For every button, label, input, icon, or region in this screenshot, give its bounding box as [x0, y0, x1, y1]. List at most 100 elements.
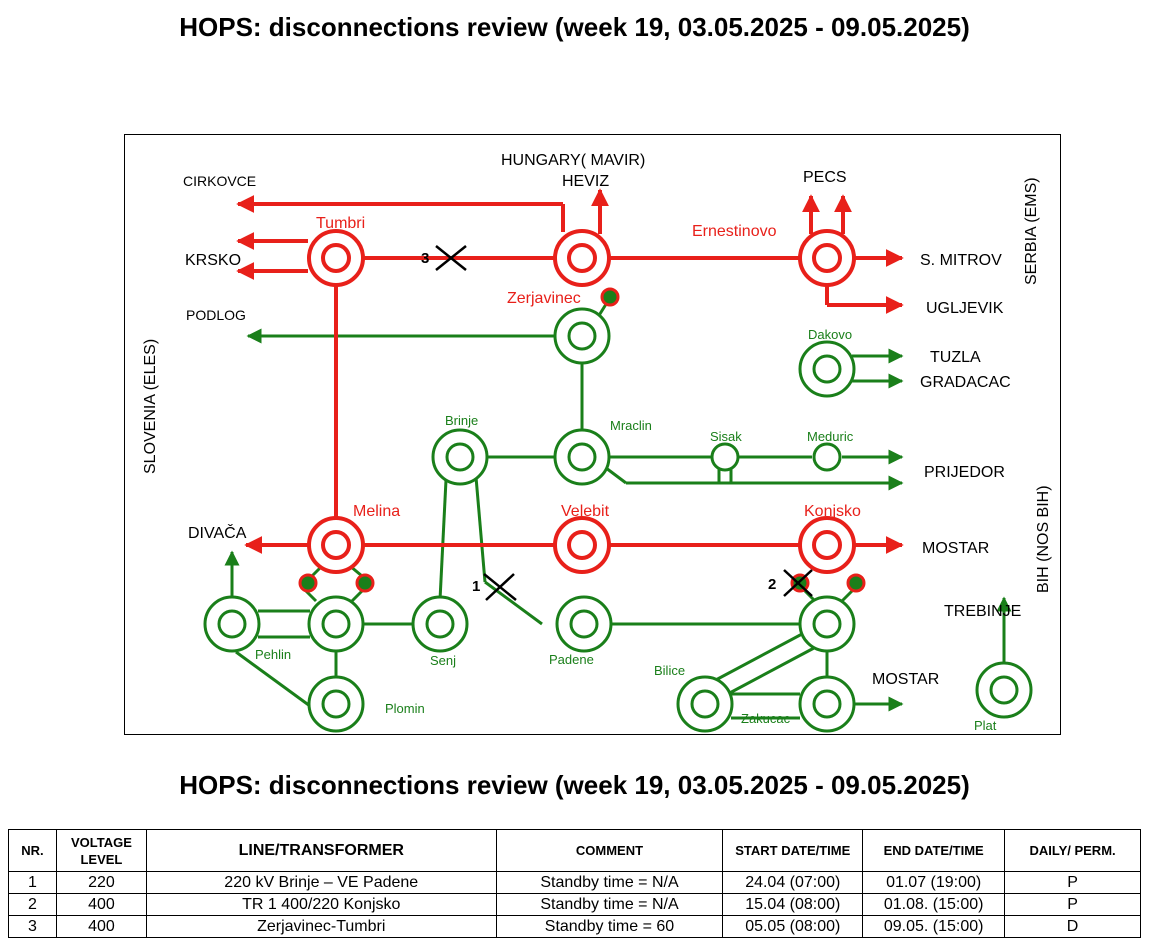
header-start: START DATE/TIME: [722, 829, 864, 872]
header-voltage: VOLTAGE LEVEL: [55, 829, 147, 872]
cell-start: 15.04 (08:00): [722, 893, 864, 916]
substation-zerjavinec-220: [553, 307, 611, 365]
ext-mostar-400: MOSTAR: [922, 540, 989, 557]
ext-cirkovce: CIRKOVCE: [183, 173, 256, 189]
substation-plat: [975, 661, 1033, 719]
substations-400kv: [307, 229, 856, 574]
label-pehlin: Pehlin: [255, 647, 291, 662]
label-zakucac: Zakucac: [741, 711, 791, 726]
table-row: 1 220 220 kV Brinje – VE Padene Standby …: [8, 871, 1141, 894]
ext-mostar-220: MOSTAR: [872, 671, 939, 688]
substations-220kv: [203, 307, 1033, 733]
label-plomin: Plomin: [385, 701, 425, 716]
cell-element: TR 1 400/220 Konjsko: [145, 893, 497, 916]
substation-melina: [307, 516, 365, 574]
network-diagram: 3 1 2 HUNGARY( MAVIR) SLOVENIA (ELES) SE…: [124, 134, 1061, 735]
label-senj: Senj: [430, 653, 456, 668]
label-melina: Melina: [353, 503, 400, 520]
line-tr-melina-pehlin: [350, 588, 365, 603]
ext-ugljevik: UGLJEVIK: [926, 300, 1004, 317]
line-brinje-padene-1: [474, 476, 487, 583]
page-title: HOPS: disconnections review (week 19, 03…: [179, 12, 970, 42]
label-meduric: Meduric: [807, 429, 854, 444]
substation-senj: [411, 595, 469, 653]
cell-element: Zerjavinec-Tumbri: [145, 915, 497, 938]
label-sisak: Sisak: [710, 429, 742, 444]
diagram-frame: [124, 134, 1061, 735]
substation-velebit: [553, 516, 611, 574]
line-konjsko-tr-b: [840, 588, 855, 603]
country-bih: BIH (NOS BIH): [1035, 485, 1052, 593]
ext-pecs: PECS: [803, 169, 847, 186]
ext-tuzla: TUZLA: [930, 349, 981, 366]
ext-prijedor: PRIJEDOR: [924, 464, 1005, 481]
header-type: DAILY/ PERM.: [1004, 829, 1141, 872]
cell-type: P: [1004, 893, 1141, 916]
country-slovenia: SLOVENIA (ELES): [142, 339, 159, 474]
cell-type: D: [1004, 915, 1141, 938]
substation-mraclin: [553, 428, 611, 486]
table-title: HOPS: disconnections review (week 19, 03…: [179, 770, 970, 800]
cell-nr: 2: [8, 893, 57, 916]
cell-voltage: 400: [55, 915, 147, 938]
label-tumbri: Tumbri: [316, 215, 365, 232]
cell-nr: 3: [8, 915, 57, 938]
transformer-melina-2: [355, 573, 375, 593]
substation-pehlin-2: [307, 595, 365, 653]
ext-trebinje: TREBINJE: [944, 603, 1021, 620]
cell-comment: Standby time = 60: [495, 915, 724, 938]
substation-bilice: [676, 675, 734, 733]
cell-voltage: 220: [55, 871, 147, 894]
lines-220kv: [224, 300, 1012, 720]
line-brinje-padene-2: [484, 580, 543, 626]
substation-padene: [555, 595, 613, 653]
line-konjsko-bilice-a: [711, 632, 803, 684]
x-mark-1-number: 1: [472, 578, 480, 595]
ext-divaca: DIVAČA: [188, 523, 247, 542]
transformer-melina-1: [298, 573, 318, 593]
cell-start: 05.05 (08:00): [722, 915, 864, 938]
x-mark-2-number: 2: [768, 576, 776, 593]
cell-voltage: 400: [55, 893, 147, 916]
cell-end: 01.07 (19:00): [862, 871, 1006, 894]
line-mraclin-prijedor-2: [605, 466, 627, 485]
ext-heviz: HEVIZ: [562, 173, 609, 190]
line-konjsko-bilice-b: [723, 646, 815, 698]
x-mark-3: [435, 245, 467, 271]
table-header-row: NR. VOLTAGE LEVEL LINE/TRANSFORMER COMME…: [8, 829, 1141, 872]
x-mark-1: [483, 573, 517, 601]
cell-comment: Standby time = N/A: [495, 871, 724, 894]
ext-s-mitrov: S. MITROV: [920, 252, 1002, 269]
substation-plomin: [307, 675, 365, 733]
substation-konjsko: [798, 516, 856, 574]
ext-krsko: KRSKO: [185, 252, 241, 269]
label-konjsko: Konjsko: [804, 503, 861, 520]
substation-konjsko-220: [798, 595, 856, 653]
substation-tumbri: [307, 229, 365, 287]
x-mark-2: [783, 569, 813, 597]
label-plat: Plat: [974, 718, 997, 733]
line-brinje-senj: [438, 479, 448, 601]
cell-start: 24.04 (07:00): [722, 871, 864, 894]
cell-type: P: [1004, 871, 1141, 894]
header-element: LINE/TRANSFORMER: [145, 829, 497, 872]
header-end: END DATE/TIME: [862, 829, 1006, 872]
label-dakovo: Dakovo: [808, 327, 852, 342]
substation-sisak: [710, 442, 740, 472]
substation-zakucac: [798, 675, 856, 733]
substation-zerjavinec-400: [553, 229, 611, 287]
ext-gradacac: GRADACAC: [920, 374, 1011, 391]
cell-end: 01.08. (15:00): [862, 893, 1006, 916]
country-serbia: SERBIA (EMS): [1023, 177, 1040, 285]
substation-dakovo: [798, 340, 856, 398]
header-comment: COMMENT: [495, 829, 724, 872]
header-nr: NR.: [8, 829, 57, 872]
substation-pehlin-1: [203, 595, 261, 653]
label-velebit: Velebit: [561, 503, 610, 520]
disconnection-marks: [435, 245, 813, 601]
cell-element: 220 kV Brinje – VE Padene: [145, 871, 497, 894]
disconnections-table: NR. VOLTAGE LEVEL LINE/TRANSFORMER COMME…: [8, 829, 1141, 938]
cell-nr: 1: [8, 871, 57, 894]
label-mraclin: Mraclin: [610, 418, 652, 433]
table-row: 2 400 TR 1 400/220 Konjsko Standby time …: [8, 893, 1141, 916]
